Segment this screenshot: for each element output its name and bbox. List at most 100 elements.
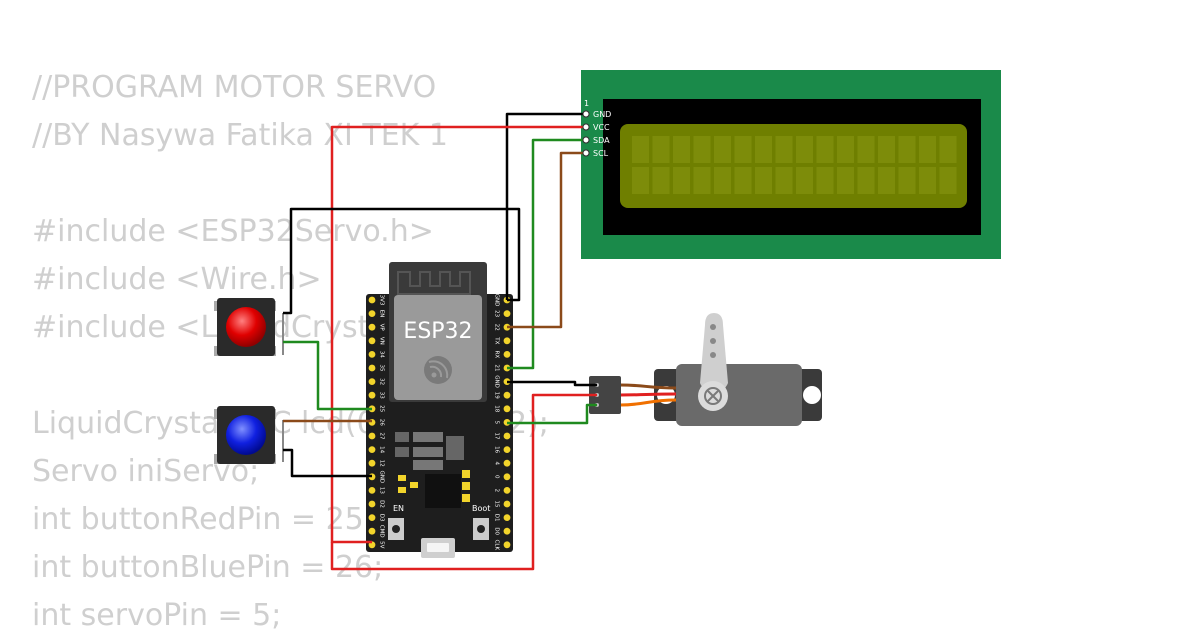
- esp32-pin-14[interactable]: [368, 446, 376, 453]
- code-line: int buttonRedPin = 25;: [32, 502, 374, 537]
- wire-button-red-signal[interactable]: [283, 340, 372, 411]
- wire-servo-vcc[interactable]: [330, 393, 597, 571]
- voltage-regulator: [446, 436, 464, 460]
- esp32-pin-label: 0: [494, 475, 500, 479]
- lcd-char-cell: [652, 167, 670, 194]
- lcd-char-cell: [898, 167, 916, 194]
- esp32-pin-vp[interactable]: [368, 323, 376, 331]
- lcd-char-cell: [755, 167, 772, 194]
- esp32-pin-en[interactable]: [368, 310, 376, 317]
- servo-mount-hole: [803, 386, 821, 404]
- smd-component: [413, 432, 443, 442]
- lcd-char-cell: [693, 136, 711, 163]
- boot-button-label: Boot: [472, 504, 490, 513]
- wire-lcd-sda[interactable]: [507, 138, 586, 370]
- esp32-pin-35[interactable]: [368, 364, 376, 372]
- smd-component: [462, 494, 470, 502]
- lcd-pin1-label: 1: [584, 99, 589, 108]
- servo-screw-icon: [704, 387, 722, 405]
- servo-body: [676, 364, 802, 426]
- wire-servo-signal[interactable]: [507, 403, 597, 425]
- esp32-pin-label: 19: [494, 392, 500, 399]
- esp32-pin-17[interactable]: [503, 432, 511, 440]
- esp32-pin-33[interactable]: [368, 391, 376, 399]
- esp32-pin-label: 23: [494, 310, 500, 317]
- lcd-char-cell: [878, 136, 895, 163]
- esp32-pin-label: 25: [379, 405, 385, 412]
- esp32-pin-27[interactable]: [368, 432, 376, 440]
- esp32-pin-label: 3V3: [379, 295, 385, 306]
- push-button-red[interactable]: [214, 298, 284, 356]
- smd-led: [398, 487, 406, 493]
- wire-lcd-gnd[interactable]: [505, 112, 586, 300]
- esp32-pin-label: 5: [494, 421, 500, 425]
- esp32-pin-12[interactable]: [368, 459, 376, 467]
- en-button-cap: [392, 525, 400, 533]
- esp32-pin-d1[interactable]: [503, 514, 511, 521]
- esp32-pin-label: 2: [494, 489, 500, 493]
- esp32-pin-d3[interactable]: [368, 514, 376, 521]
- esp32-pin-label: TX: [494, 336, 500, 344]
- esp32-pin-18[interactable]: [503, 405, 511, 413]
- esp32-pin-label: D3: [379, 514, 385, 522]
- servo-motor[interactable]: [589, 313, 822, 426]
- horn-hole: [710, 338, 716, 344]
- code-line: //PROGRAM MOTOR SERVO: [32, 70, 437, 105]
- smd-component: [462, 482, 470, 490]
- esp32-pin-23[interactable]: [503, 310, 511, 317]
- lcd-pin-label: VCC: [593, 123, 610, 132]
- wire-lcd-scl[interactable]: [507, 151, 586, 329]
- esp32-pin-clk[interactable]: [503, 541, 511, 549]
- lcd-char-cell: [714, 136, 731, 163]
- esp32-pin-vn[interactable]: [368, 337, 376, 345]
- push-button-blue[interactable]: [214, 406, 284, 464]
- wire-button-blue-gnd[interactable]: [283, 448, 372, 478]
- esp32-pin-15[interactable]: [503, 500, 511, 508]
- esp32-pin-label: RX: [494, 351, 500, 359]
- horn-hole: [710, 324, 716, 330]
- wire-lcd-vcc[interactable]: [330, 125, 586, 544]
- esp32-pin-19[interactable]: [503, 391, 511, 399]
- esp32-pin-2[interactable]: [503, 487, 511, 494]
- lcd-char-cell: [919, 167, 936, 194]
- wire-servo-gnd[interactable]: [507, 380, 597, 387]
- lcd-char-cell: [734, 136, 752, 163]
- esp32-pin-label: D0: [494, 527, 500, 535]
- wire-button-red-gnd[interactable]: [283, 207, 521, 315]
- lcd-char-cell: [857, 136, 875, 163]
- lcd-char-cell: [775, 136, 793, 163]
- smd-component: [395, 447, 409, 457]
- esp32-pin-d2[interactable]: [368, 500, 376, 508]
- esp32-pin-label: 22: [494, 324, 500, 331]
- esp32-pin-13[interactable]: [368, 487, 376, 494]
- espressif-logo-icon: [424, 356, 452, 384]
- esp32-pin-tx[interactable]: [503, 337, 511, 345]
- esp32-pin-4[interactable]: [503, 459, 511, 467]
- esp32-pin-3v3[interactable]: [368, 296, 376, 304]
- usb-uart-chip: [425, 474, 461, 508]
- button-cap-blue: [226, 415, 266, 455]
- esp32-pin-32[interactable]: [368, 378, 376, 385]
- code-line: #include <ESP32Servo.h>: [32, 214, 434, 249]
- esp32-pin-label: 32: [379, 378, 385, 385]
- smd-component: [413, 447, 443, 457]
- micro-usb-opening: [427, 543, 449, 552]
- esp32-devkit-board[interactable]: ESP32 EN Boot 3V3ENVPVN34353233252627141…: [366, 262, 513, 558]
- esp32-pin-label: VN: [379, 337, 385, 345]
- esp32-pin-d0[interactable]: [503, 527, 511, 535]
- esp32-pin-0[interactable]: [503, 473, 511, 481]
- esp32-pin-cmd[interactable]: [368, 527, 376, 535]
- esp32-pin-rx[interactable]: [503, 351, 511, 358]
- esp32-pin-label: GND: [494, 375, 500, 388]
- lcd-char-cell: [878, 167, 895, 194]
- esp32-pin-16[interactable]: [503, 446, 511, 453]
- esp32-pin-label: 35: [379, 365, 385, 372]
- lcd-char-cell: [898, 136, 916, 163]
- esp32-pin-label: D1: [494, 514, 500, 522]
- esp32-pin-34[interactable]: [368, 351, 376, 358]
- lcd-char-cell: [652, 136, 670, 163]
- smd-led: [410, 482, 418, 488]
